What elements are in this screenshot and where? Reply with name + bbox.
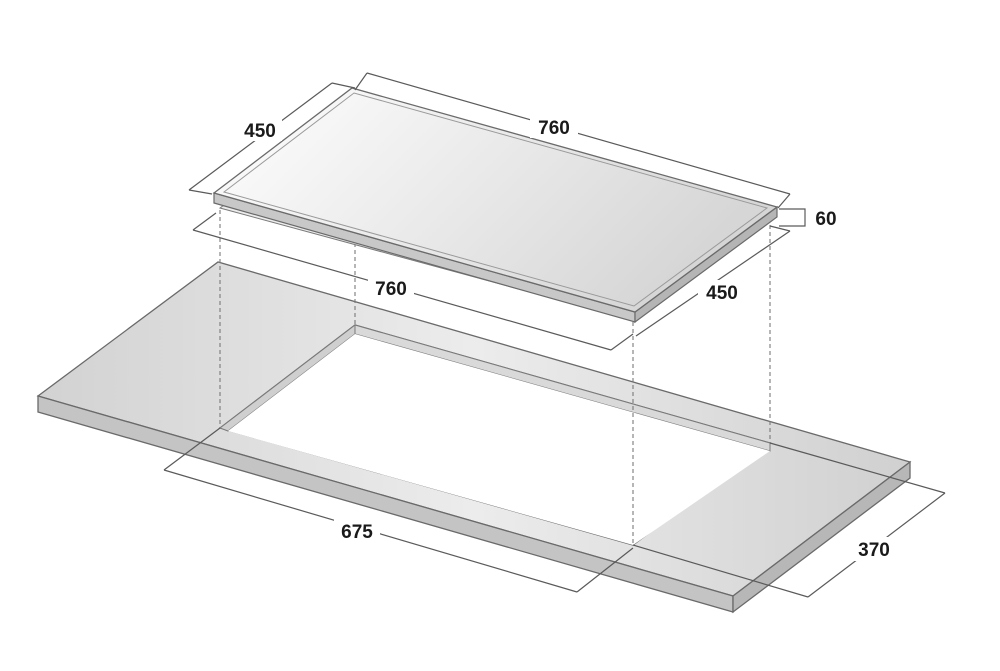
- dimension-tick: [632, 544, 809, 598]
- projection-lines: [219, 210, 771, 545]
- label-height: 60: [815, 209, 836, 230]
- dimension-tick: [777, 193, 791, 209]
- dimension-tick: [576, 547, 634, 593]
- dimension-tick: [354, 72, 368, 91]
- hob-glass-bevel: [222, 92, 769, 307]
- dimension-labels: 450 760 60 760 450 675 370: [238, 114, 898, 561]
- hob: [212, 87, 779, 324]
- cutout-opening: [228, 334, 770, 545]
- label-base-depth: 450: [706, 283, 738, 304]
- dimension-line-top-width: [366, 72, 791, 195]
- label-top-width: 760: [538, 118, 570, 139]
- dimension-tick: [188, 189, 213, 195]
- dimension-tick: [163, 427, 221, 471]
- label-base-width: 760: [375, 279, 407, 300]
- countertop: [36, 261, 912, 614]
- label-cutout-width: 675: [341, 522, 373, 543]
- countertop-right-edge: [732, 460, 911, 614]
- dimension-tick: [769, 442, 946, 494]
- dimension-tick: [192, 212, 217, 231]
- hob-glass-top: [212, 87, 779, 313]
- label-cutout-depth: 370: [858, 540, 890, 561]
- dimension-tick: [769, 225, 791, 232]
- label-top-depth: 450: [244, 121, 276, 142]
- dimension-tick: [610, 333, 634, 351]
- dimension-bracket-height: [779, 208, 806, 227]
- dimension-tick: [331, 82, 356, 89]
